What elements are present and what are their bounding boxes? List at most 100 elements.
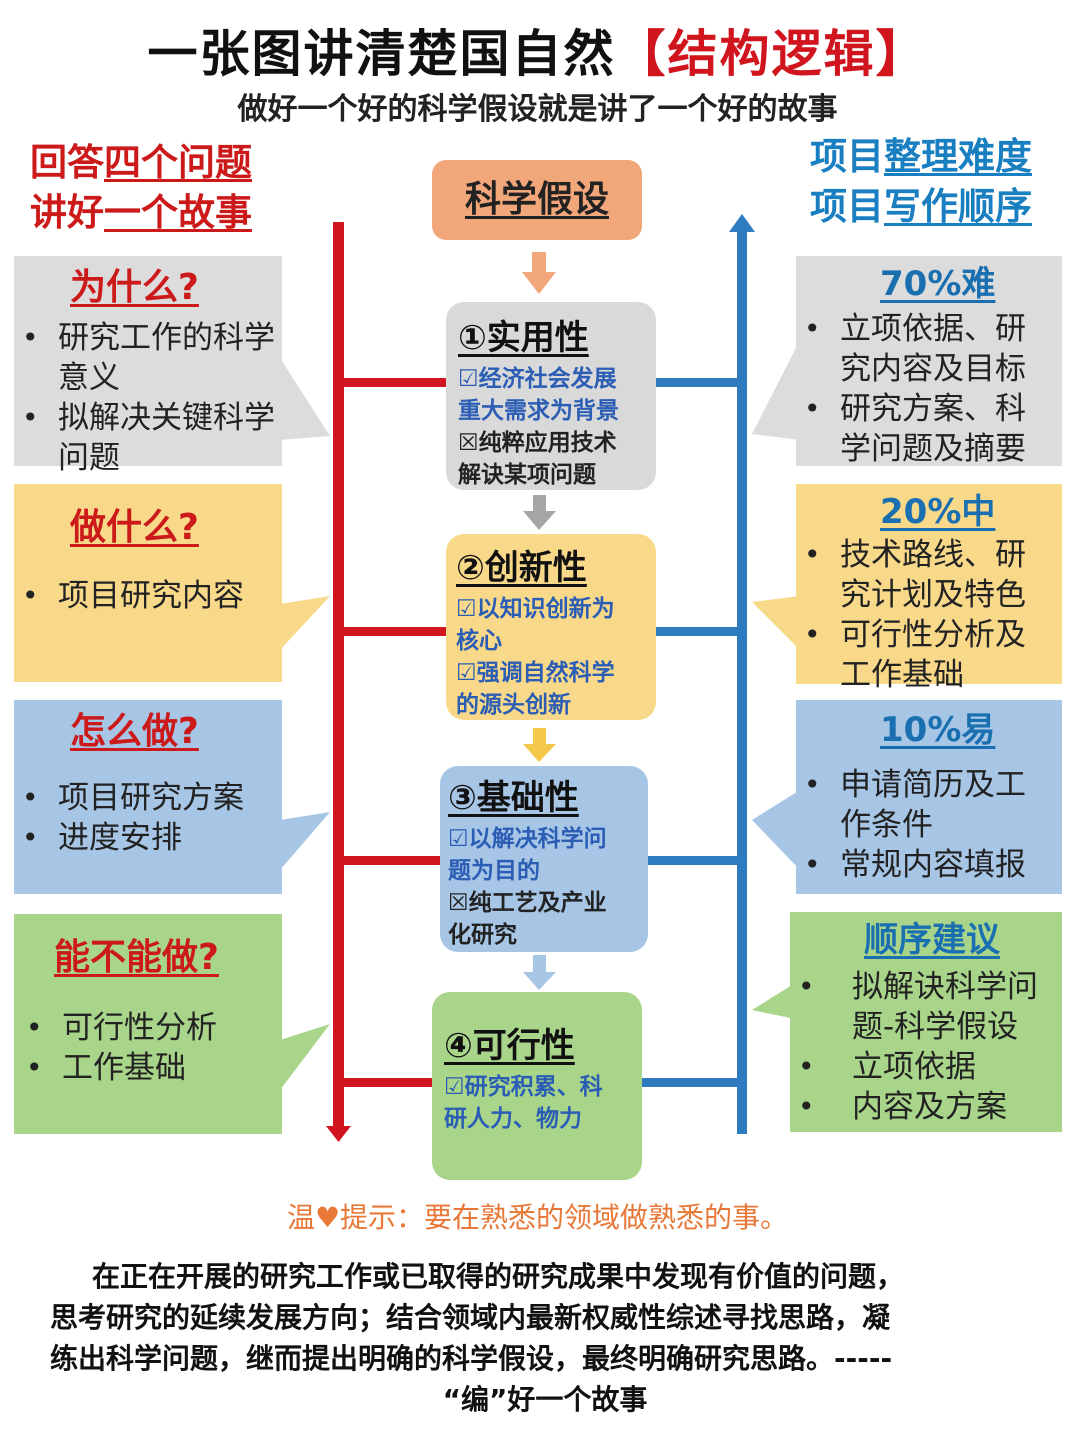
red-trunk-arrowhead	[326, 1126, 351, 1142]
list-item: 项目研究内容	[14, 576, 282, 616]
center-box-foundation: ③基础性 ☑以解决科学问 题为目的 ☒纯工艺及产业 化研究	[440, 766, 648, 952]
right-header-prefix-2: 项目	[810, 185, 884, 228]
center-box-line: 研人力、物力	[444, 1106, 582, 1132]
right-card-pointer	[752, 790, 800, 870]
flow-arrow-gray	[523, 495, 556, 530]
left-header-prefix-1: 回答	[30, 141, 104, 184]
list-item: 可行性分析及工作基础	[796, 615, 1052, 695]
center-box-line: ☑强调自然科学	[456, 660, 615, 686]
list-item: 技术路线、研究计划及特色	[796, 535, 1052, 615]
left-header-underline-2: 一个故事	[104, 191, 252, 234]
bottom-line-3: 练出科学问题，继而提出明确的科学假设，最终明确研究思路。-----	[50, 1342, 893, 1375]
left-card-can: 能不能做? 可行性分析 工作基础	[14, 914, 282, 1134]
blue-branch	[640, 1078, 742, 1087]
left-card-what: 做什么? 项目研究内容	[14, 484, 282, 682]
center-box-line: ☒纯工艺及产业	[448, 890, 607, 916]
list-item: 拟解诀科学问题-科学假设	[790, 967, 1056, 1047]
right-header: 项目整理难度 项目写作顺序	[810, 132, 1032, 232]
list-item: 项目研究方案	[14, 778, 282, 818]
center-box-line: 核心	[456, 628, 502, 654]
center-box-innovation: ②创新性 ☑以知识创新为 核心 ☑强调自然科学 的源头创新	[446, 534, 656, 720]
center-box-line: 化研究	[448, 922, 517, 948]
center-box-line: ☑研究积累、科	[444, 1074, 603, 1100]
left-header: 回答四个问题 讲好一个故事	[30, 138, 252, 238]
right-card-heading: 70%难	[880, 264, 996, 304]
list-item: 立项依据	[790, 1047, 1056, 1087]
right-card-heading: 顺序建议	[864, 920, 1000, 960]
center-box-line: 题为目的	[448, 858, 540, 884]
center-box-line: ☑以知识创新为	[456, 596, 615, 622]
right-card-order: 顺序建议 拟解诀科学问题-科学假设 立项依据 内容及方案	[790, 912, 1062, 1132]
hypothesis-label: 科学假设	[464, 179, 609, 220]
left-card-pointer	[280, 358, 330, 440]
left-header-prefix-2: 讲好	[30, 191, 104, 234]
center-box-title: ④可行性	[444, 1026, 575, 1066]
list-item: 可行性分析	[18, 1008, 282, 1048]
center-box-line: 解诀某项问题	[458, 462, 596, 488]
list-item: 工作基础	[18, 1048, 282, 1088]
red-branch	[338, 378, 448, 387]
center-box-line: ☑以解决科学问	[448, 826, 607, 852]
right-header-prefix-1: 项目	[810, 135, 884, 178]
title-highlight: 【结构逻辑】	[615, 25, 928, 83]
blue-trunk-arrowhead	[729, 214, 755, 232]
left-card-question: 能不能做?	[54, 937, 219, 978]
left-card-question: 怎么做?	[70, 711, 199, 752]
page-subtitle: 做好一个好的科学假设就是讲了一个好的故事	[237, 92, 838, 127]
left-card-pointer	[280, 812, 330, 870]
blue-trunk-line	[737, 228, 747, 1134]
blue-branch	[648, 856, 742, 865]
red-branch	[338, 1078, 434, 1087]
right-card-pointer	[752, 980, 800, 1020]
right-card-pointer	[752, 596, 800, 650]
left-header-underline-1: 四个问题	[104, 141, 252, 184]
right-card-hard: 70%难 立项依据、研究内容及目标 研究方案、科学问题及摘要	[796, 256, 1062, 469]
tip-text: 温♥提示：要在熟悉的领域做熟悉的事。	[286, 1201, 789, 1234]
left-card-question: 做什么?	[70, 507, 199, 548]
list-item: 研究工作的科学意义	[14, 318, 276, 398]
list-item: 进度安排	[14, 818, 282, 858]
center-box-line: 的源头创新	[456, 692, 571, 718]
center-box-practicality: ①实用性 ☑经济社会发展 重大需求为背景 ☒纯粹应用技术 解诀某项问题	[446, 302, 656, 490]
list-item: 拟解决关键科学问题	[14, 398, 276, 478]
right-card-heading: 20%中	[880, 492, 996, 532]
right-card-heading: 10%易	[880, 710, 996, 750]
blue-branch	[656, 378, 742, 387]
right-header-underline-1: 整理难度	[884, 135, 1032, 178]
red-trunk-line	[333, 222, 344, 1130]
title-main: 一张图讲清楚国自然	[147, 25, 616, 83]
center-box-feasibility: ④可行性 ☑研究积累、科 研人力、物力	[432, 992, 642, 1180]
blue-branch	[656, 627, 742, 636]
center-box-line: ☒纯粹应用技术	[458, 430, 617, 456]
page-title: 一张图讲清楚国自然【结构逻辑】	[0, 14, 1075, 86]
left-card-how: 怎么做? 项目研究方案 进度安排	[14, 700, 282, 894]
right-header-underline-2: 写作顺序	[884, 185, 1032, 228]
list-item: 申请简历及工作条件	[796, 765, 1052, 845]
list-item: 常规内容填报	[796, 845, 1052, 885]
center-box-line: ☑经济社会发展	[458, 366, 617, 392]
flow-arrow-yellow	[523, 728, 556, 762]
flow-arrow-orange	[522, 252, 556, 294]
left-card-pointer	[280, 596, 330, 650]
center-box-title: ③基础性	[448, 778, 579, 818]
red-branch	[338, 856, 450, 865]
left-card-question: 为什么?	[70, 267, 199, 308]
center-box-title: ①实用性	[458, 318, 589, 358]
center-box-line: 重大需求为背景	[458, 398, 619, 424]
left-card-pointer	[280, 1024, 330, 1090]
red-branch	[338, 627, 448, 636]
hypothesis-box: 科学假设	[432, 160, 642, 240]
right-card-medium: 20%中 技术路线、研究计划及特色 可行性分析及工作基础	[796, 484, 1062, 693]
right-card-pointer	[752, 340, 800, 440]
left-card-why: 为什么? 研究工作的科学意义 拟解决关键科学问题	[14, 256, 282, 476]
bottom-line-1: 在正在开展的研究工作或已取得的研究成果中发现有价值的问题，	[92, 1260, 905, 1293]
right-card-easy: 10%易 申请简历及工作条件 常规内容填报	[796, 700, 1062, 894]
list-item: 内容及方案	[790, 1087, 1056, 1127]
bottom-line-4: “编”好一个故事	[442, 1383, 648, 1416]
list-item: 研究方案、科学问题及摘要	[796, 389, 1052, 469]
bottom-paragraph: 在正在开展的研究工作或已取得的研究成果中发现有价值的问题， 思考研究的延续发展方…	[50, 1256, 1040, 1420]
list-item: 立项依据、研究内容及目标	[796, 309, 1052, 389]
flow-arrow-blue	[523, 955, 556, 990]
center-box-title: ②创新性	[456, 548, 587, 588]
bottom-line-2: 思考研究的延续发展方向；结合领域内最新权威性综述寻找思路，凝	[50, 1301, 891, 1334]
